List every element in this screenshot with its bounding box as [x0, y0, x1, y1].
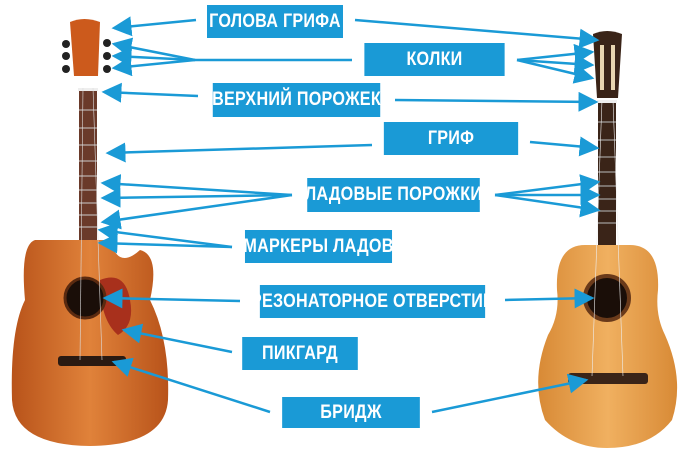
- label-fret-markers: МАРКЕРЫ ЛАДОВ: [243, 230, 393, 263]
- label-tuners: КОЛКИ: [364, 43, 505, 76]
- classical-guitar: [538, 31, 678, 448]
- acoustic-guitar: [11, 19, 169, 446]
- classical-neck: [598, 103, 616, 253]
- acoustic-tuners: [62, 39, 111, 73]
- acoustic-body: [11, 240, 169, 446]
- label-bridge: БРИДЖ: [282, 397, 420, 428]
- label-headstock: ГОЛОВА ГРИФА: [207, 5, 343, 38]
- acoustic-nut: [78, 88, 98, 91]
- label-pickguard: ПИКГАРД: [242, 337, 358, 370]
- acoustic-bridge: [58, 356, 126, 366]
- classical-nut: [597, 100, 617, 103]
- acoustic-soundhole: [63, 276, 107, 320]
- classical-headstock: [593, 31, 622, 98]
- label-frets: ЛАДОВЫЕ ПОРОЖКИ: [305, 178, 482, 212]
- classical-body: [538, 245, 678, 448]
- label-soundhole: РЕЗОНАТОРНОЕ ОТВЕРСТИЕ: [251, 285, 494, 318]
- acoustic-neck: [79, 91, 97, 251]
- label-nut: ВЕРХНИЙ ПОРОЖЕК: [212, 83, 381, 117]
- label-neck: ГРИФ: [383, 122, 519, 155]
- acoustic-headstock: [70, 19, 100, 76]
- callout-arrows: [97, 16, 601, 414]
